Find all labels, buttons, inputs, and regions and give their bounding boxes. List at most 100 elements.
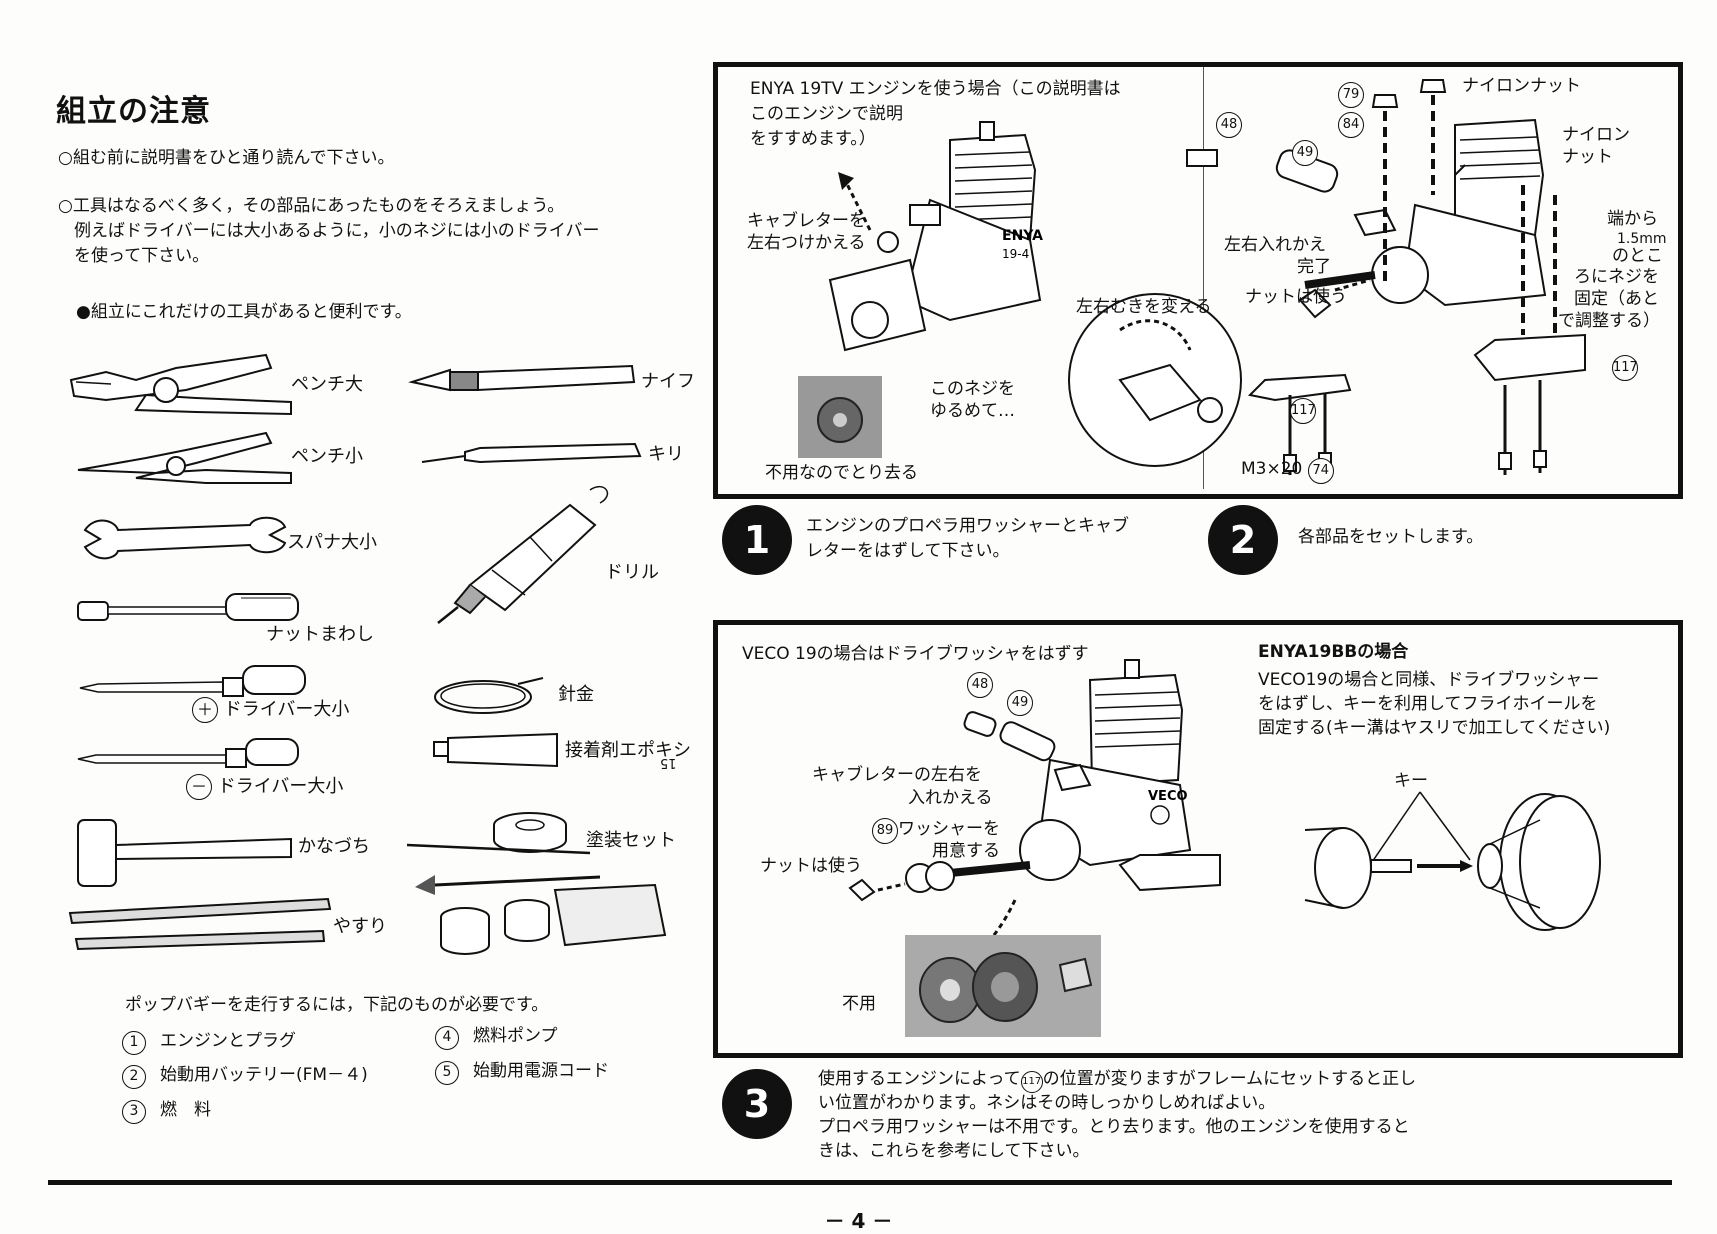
item-text: エンジンとプラグ	[160, 1031, 296, 1051]
veco-engine-illustration: VECO	[848, 659, 1221, 941]
item-number: 2	[122, 1065, 146, 1089]
epoxy-number: 15	[660, 755, 677, 770]
step-2-badge: 2	[1208, 505, 1278, 575]
part-117-right: 117	[1612, 355, 1638, 381]
item-number: 1	[122, 1031, 146, 1055]
veco-heading: VECO 19の場合はドライブワッシャをはずす	[742, 644, 1089, 664]
note-tools-line3: を使って下さい。	[74, 246, 210, 266]
edge-note-line2: 1.5mm	[1617, 231, 1667, 247]
knife-illustration	[408, 364, 636, 392]
nylon-nut-label-1: ナイロンナット	[1462, 76, 1581, 96]
hammer-illustration	[77, 819, 292, 887]
part-number: 49	[1292, 140, 1318, 166]
part-number: 79	[1338, 82, 1364, 108]
item-number: 5	[435, 1061, 459, 1085]
edge-note-line4: ろにネジを	[1574, 267, 1659, 287]
epoxy-tube-illustration	[433, 732, 558, 768]
part-48-row: 48	[1216, 112, 1242, 138]
svg-text:VECO: VECO	[1148, 789, 1188, 804]
part-number: 48	[1216, 112, 1242, 138]
wrench-label: スパナ大小	[287, 532, 377, 553]
wire-illustration	[434, 677, 544, 714]
enya-19bb-heading: ENYA19BBの場合	[1258, 642, 1409, 662]
step-3-badge: 3	[722, 1069, 792, 1139]
page-title: 組立の注意	[56, 94, 211, 129]
enya-heading-line3: をすすめます。）	[750, 129, 876, 149]
phillips-label: ドライバー大小	[223, 699, 350, 720]
phillips-label-row: ＋ ドライバー大小	[192, 695, 349, 723]
nylon-nut-label-2-line2: ナット	[1562, 147, 1613, 167]
knife-label: ナイフ	[641, 371, 695, 392]
item-text: 燃料ポンプ	[473, 1026, 558, 1046]
step-1-badge: 1	[722, 505, 792, 575]
footer-rule	[48, 1180, 1672, 1185]
key-label: キー	[1394, 771, 1428, 791]
flathead-label: ドライバー大小	[217, 776, 344, 797]
screw-spec: M3×20 74	[1241, 458, 1334, 484]
rotate-label: 左右むきを変える	[1076, 297, 1212, 317]
part-79-row: 79	[1338, 82, 1364, 108]
flathead-screwdriver-illustration	[77, 738, 299, 768]
washer-text: ワッシャーを	[898, 819, 1000, 839]
swap-complete-line2: 完了	[1297, 257, 1331, 277]
washer-prepare-line2: 用意する	[932, 841, 1000, 861]
step-2-text: 各部品をセットします。	[1298, 527, 1484, 547]
nut-driver-label: ナットまわし	[266, 624, 374, 645]
required-item: 1 エンジンとプラグ	[122, 1026, 296, 1055]
step-3-text: の位置が変りますがフレームにセットすると正し	[1042, 1069, 1417, 1089]
part-49-row: 49	[1292, 140, 1318, 166]
veco-part-48: 48	[967, 672, 993, 698]
discard-label: 不用なのでとり去る	[765, 463, 918, 483]
edge-note-line1: 端から	[1607, 209, 1658, 229]
swap-complete-line1: 左右入れかえ	[1224, 235, 1326, 255]
carb-swap-line1: キャブレターを	[747, 211, 866, 231]
paint-set-label: 塗装セット	[586, 830, 676, 851]
awl-label: キリ	[648, 444, 684, 465]
minus-icon: －	[186, 774, 212, 800]
note-tools-line2: 例えばドライバーには大小あるように，小のネジには小のドライバー	[74, 221, 600, 241]
nylon-nut-label-2-line1: ナイロン	[1562, 125, 1630, 145]
item-text: 始動用電源コード	[473, 1061, 609, 1081]
part-number: 48	[967, 672, 993, 698]
svg-text:19-4: 19-4	[1002, 247, 1029, 261]
removed-drive-washer-photo	[905, 935, 1101, 1037]
flathead-label-row: － ドライバー大小	[186, 772, 343, 800]
enya-heading-line1: ENYA 19TV エンジンを使う場合（この説明書は	[750, 79, 1121, 99]
loosen-screw-line1: このネジを	[930, 379, 1015, 399]
carb-swap-line2: 左右つけかえる	[747, 233, 866, 253]
step-3-line4: きは、これらを参考にして下さい。	[818, 1141, 1090, 1161]
item-text: 始動用バッテリー(FM－４)	[160, 1065, 368, 1085]
pliers-small-illustration	[77, 431, 292, 484]
rotate-carb-detail-circle	[1068, 293, 1242, 467]
file-label: やすり	[333, 916, 387, 937]
wrench-illustration	[83, 516, 287, 560]
pliers-small-label: ペンチ小	[291, 446, 363, 467]
edge-note-line3: のとこ	[1612, 246, 1663, 266]
nut-used-label: ナットは使う	[1245, 287, 1347, 307]
pliers-large-label: ペンチ大	[291, 374, 363, 395]
part-117-left: 117	[1290, 398, 1316, 424]
plus-icon: ＋	[192, 697, 218, 723]
panel-divider	[1203, 67, 1204, 489]
drill-label: ドリル	[605, 562, 659, 583]
edge-note-line5: 固定（あと	[1574, 289, 1659, 309]
drill-illustration	[437, 485, 609, 624]
veco-nut-used: ナットは使う	[760, 856, 862, 876]
wire-label: 針金	[558, 684, 594, 705]
required-intro: ポップバギーを走行するには，下記のものが必要です。	[125, 995, 549, 1015]
phillips-screwdriver-illustration	[79, 665, 306, 697]
loosen-screw-line2: ゆるめて…	[930, 401, 1015, 421]
svg-text:ENYA: ENYA	[1002, 228, 1043, 244]
enya-heading-line2: このエンジンで説明	[750, 104, 903, 124]
epoxy-label: 接着剤エポキシ	[565, 740, 691, 761]
part-number: 84	[1338, 112, 1364, 138]
note-tools-line1: ○工具はなるべく多く，その部品にあったものをそろえましょう。	[58, 196, 565, 216]
assembly-exploded-illustration	[1186, 79, 1586, 475]
enya-19bb-line3: 固定する(キー溝はヤスリで加工してください)	[1258, 718, 1611, 738]
enya-19bb-line2: をはずし、キーを利用してフライホイールを	[1258, 694, 1598, 714]
step-1-line1: エンジンのプロペラ用ワッシャーとキャブ	[806, 516, 1129, 536]
screw-spec-text: M3×20	[1241, 459, 1303, 479]
part-number: 117	[1020, 1071, 1043, 1093]
